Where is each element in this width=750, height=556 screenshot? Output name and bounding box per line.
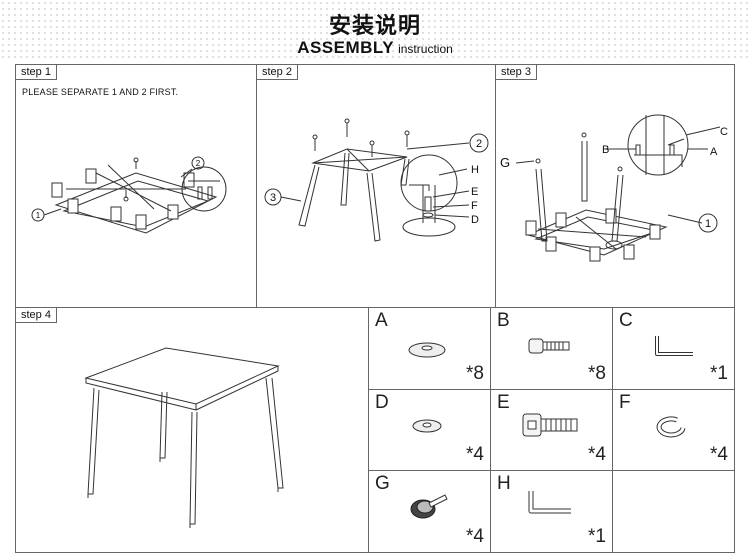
step-3-drawing: G B C A 1 [500,114,728,262]
step-2-panel: step 2 [256,64,496,308]
washer-small-icon [412,419,442,433]
step-4-drawing [84,347,284,528]
part-count: *1 [588,526,606,547]
part-cell-F: F *4 [612,389,735,471]
step-3-callout-G: G [500,155,510,170]
step-3-panel: step 3 [495,64,735,308]
step-3-label: step 3 [496,65,537,80]
part-cell-H: H *1 [490,470,613,553]
part-cell-E: E *4 [490,389,613,471]
step-3-callout-C: C [720,126,728,138]
split-washer-icon [656,416,686,438]
part-count: *4 [588,444,606,465]
bolt-long-icon [522,413,578,437]
part-count: *8 [466,363,484,384]
bolt-short-icon [528,338,570,354]
leveling-foot-icon [410,494,448,519]
title-en-main: ASSEMBLY [297,38,395,57]
step-1-note: PLEASE SEPARATE 1 AND 2 FIRST. [22,87,179,97]
step-1-callout-2: 2 [196,159,201,168]
step-3-callout-B: B [602,144,609,156]
part-letter: A [375,310,388,331]
step-4-label: step 4 [16,308,57,323]
step-3-callout-A: A [710,146,718,158]
washer-large-icon [408,342,446,358]
step-2-callout-H: H [471,164,479,176]
part-cell-B: B *8 [490,307,613,390]
step-2-callout-3: 3 [270,192,276,204]
part-cell-A: A *8 [368,307,491,390]
step-1-panel: step 1 PLEASE SEPARATE 1 AND 2 FIRST. [15,64,257,308]
part-count: *4 [466,444,484,465]
step-1-label: step 1 [16,65,57,80]
part-count: *8 [588,363,606,384]
part-letter: H [497,473,511,494]
part-letter: E [497,392,510,413]
part-cell-D: D *4 [368,389,491,471]
step-2-label: step 2 [257,65,298,80]
step-2-drawing: 3 2 H E F D [264,118,489,242]
part-count: *4 [466,526,484,547]
part-cell-C: C *1 [612,307,735,390]
part-letter: C [619,310,633,331]
allen-key-small-icon [655,336,693,356]
step-3-callout-1: 1 [705,218,711,230]
step-1-drawing: 1 2 [31,156,227,234]
part-letter: B [497,310,510,331]
part-count: *1 [710,363,728,384]
step-2-callout-2: 2 [476,138,482,150]
allen-key-large-icon [528,491,571,514]
title-en-sub: instruction [398,42,453,56]
part-letter: G [375,473,390,494]
step-1-callout-1: 1 [36,211,41,220]
step-2-callout-D: D [471,214,479,226]
part-count: *4 [710,444,728,465]
page-title-cn: 安装说明 [328,14,421,39]
part-cell-G: G *4 [368,470,491,553]
part-letter: D [375,392,389,413]
step-2-callout-F: F [471,200,478,212]
step-2-callout-E: E [471,186,478,198]
step-4-panel: step 4 [15,307,369,553]
part-letter: F [619,392,631,413]
part-cell-empty [612,470,735,553]
